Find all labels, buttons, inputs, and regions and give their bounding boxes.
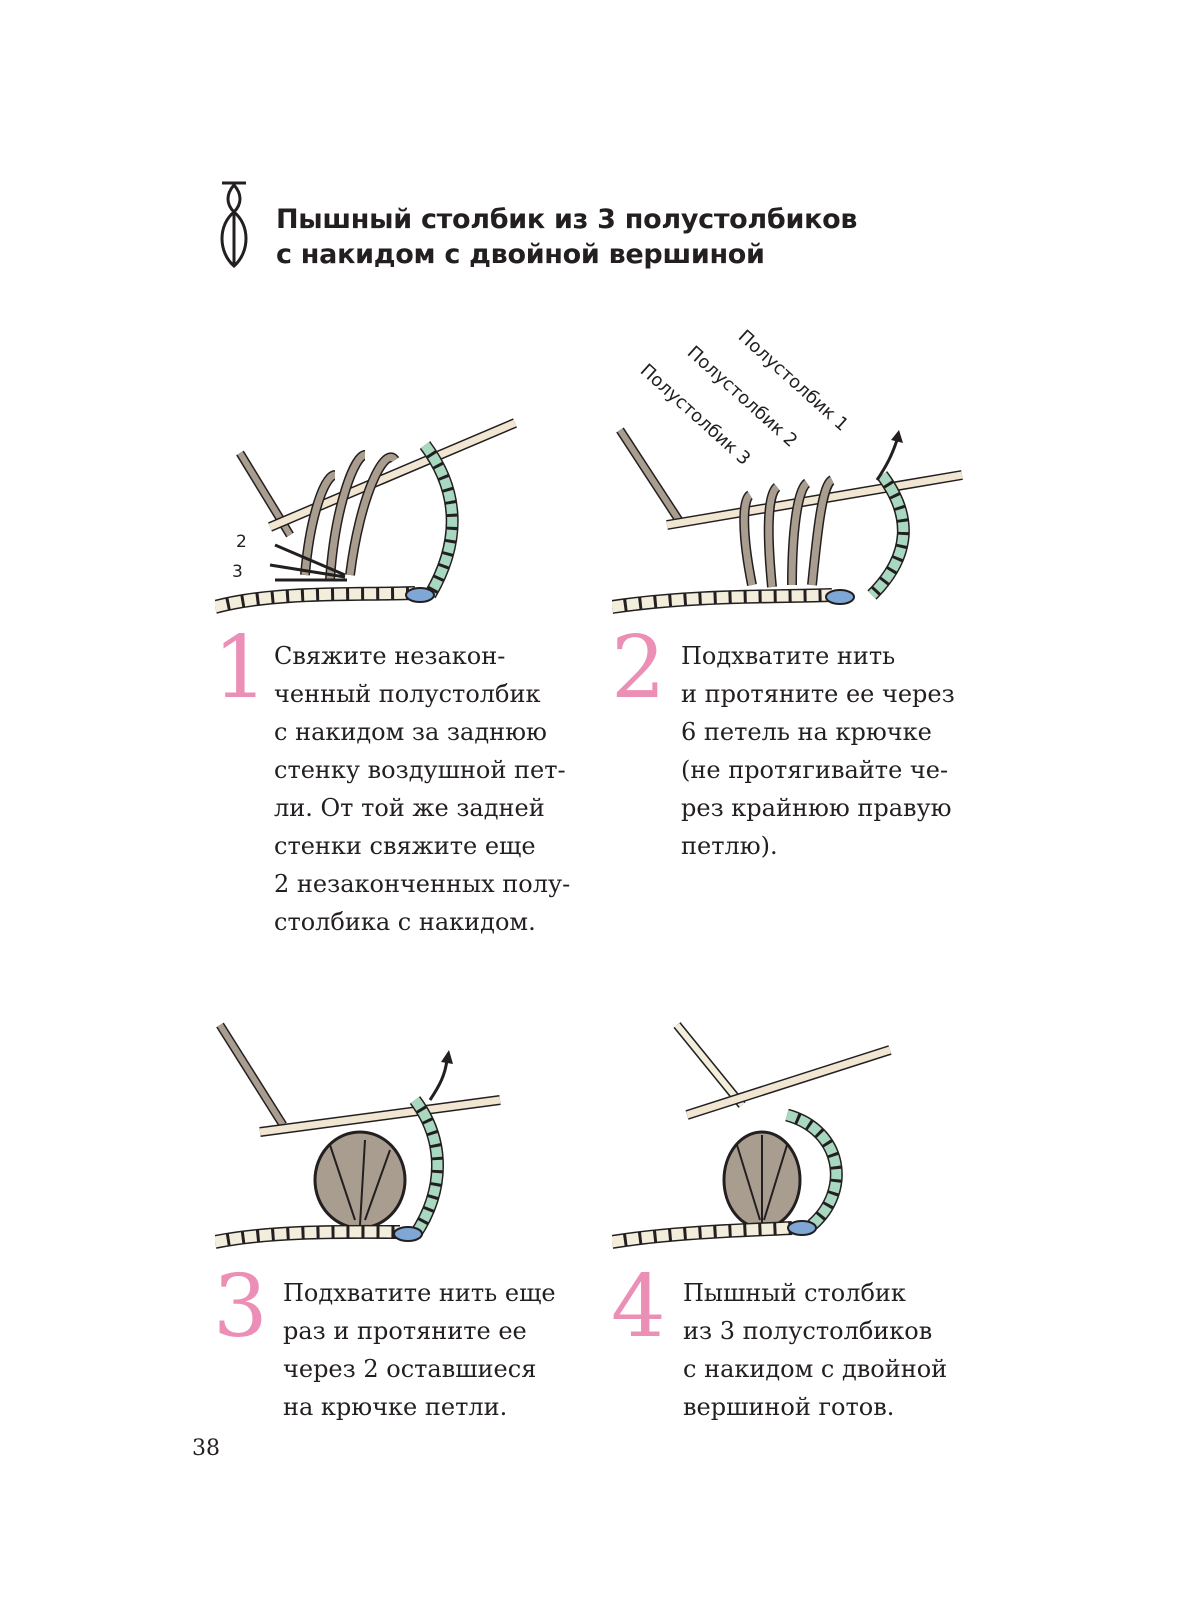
text-line: Подхватите нить еще: [283, 1279, 556, 1307]
step-1-text: Свяжите незакон- ченный полустолбик с на…: [274, 637, 570, 941]
step-3-text: Подхватите нить еще раз и протяните ее ч…: [283, 1274, 556, 1426]
text-line: Подхватите нить: [681, 642, 896, 670]
title-line-2: с накидом с двойной вершиной: [276, 239, 765, 270]
text-line: ли. От той же задней: [274, 794, 545, 822]
puff-stitch-symbol-icon: [220, 181, 248, 268]
arrow-label-3: 3: [232, 562, 243, 582]
text-line: 6 петель на крючке: [681, 718, 932, 746]
text-line: через 2 оставшиеся: [283, 1355, 537, 1383]
text-line: петлю).: [681, 832, 778, 860]
text-line: вершиной готов.: [683, 1393, 895, 1421]
text-line: (не протягивайте че-: [681, 756, 949, 784]
step-4-text: Пышный столбик из 3 полустолбиков с наки…: [683, 1274, 947, 1426]
text-line: из 3 полустолбиков: [683, 1317, 933, 1345]
step-2-text: Подхватите нить и протяните ее через 6 п…: [681, 637, 955, 865]
text-line: и протяните ее через: [681, 680, 955, 708]
text-line: с накидом за заднюю: [274, 718, 547, 746]
text-line: стенку воздушной пет-: [274, 756, 566, 784]
text-line: рез крайнюю правую: [681, 794, 952, 822]
step-number-4: 4: [611, 1257, 666, 1357]
step-number-1: 1: [213, 618, 268, 718]
text-line: на крючке петли.: [283, 1393, 508, 1421]
text-line: Пышный столбик: [683, 1279, 906, 1307]
text-line: с накидом с двойной: [683, 1355, 948, 1383]
step-3-illustration: [215, 1022, 501, 1249]
page-title: Пышный столбик из 3 полустолбиков с наки…: [276, 202, 857, 272]
text-line: ченный полустолбик: [274, 680, 541, 708]
step-number-3: 3: [213, 1257, 268, 1357]
step-1-illustration: [215, 418, 517, 614]
text-line: столбика с накидом.: [274, 908, 536, 936]
text-line: раз и протяните ее: [283, 1317, 527, 1345]
step-number-2: 2: [611, 618, 666, 718]
title-line-1: Пышный столбик из 3 полустолбиков: [276, 204, 858, 235]
text-line: Свяжите незакон-: [274, 642, 506, 670]
page-number: 38: [192, 1436, 220, 1461]
text-line: стенки свяжите еще: [274, 832, 536, 860]
step-2-illustration: [612, 427, 963, 614]
text-line: 2 незаконченных полу-: [274, 870, 571, 898]
arrow-label-2: 2: [236, 532, 247, 552]
step-4-illustration: [612, 1022, 892, 1249]
